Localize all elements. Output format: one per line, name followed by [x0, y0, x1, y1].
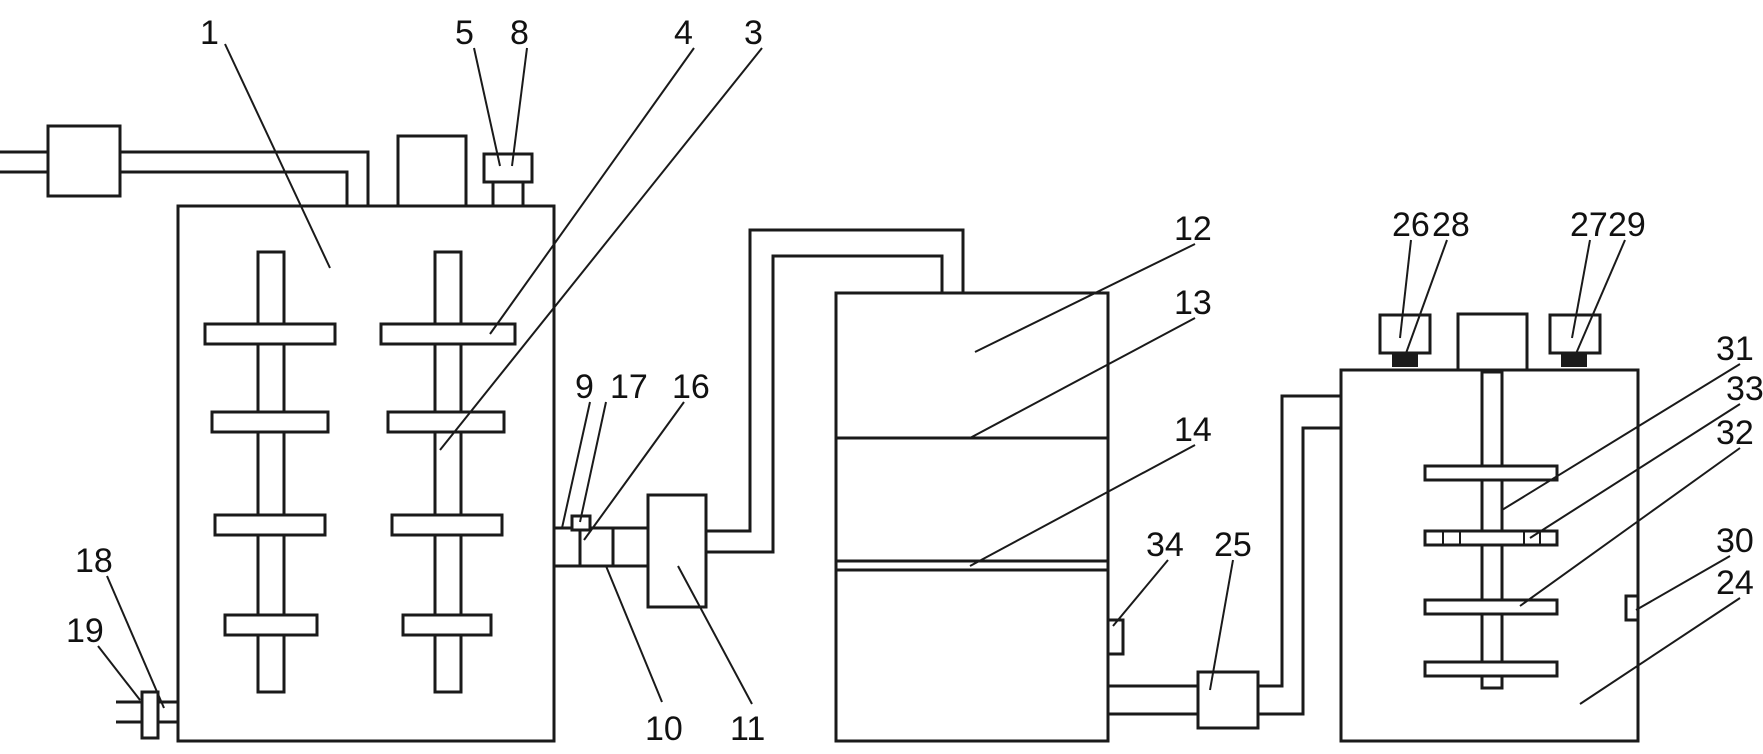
- label-5: 5: [455, 14, 474, 52]
- label-18: 18: [75, 542, 113, 580]
- sensor-30: [1624, 594, 1640, 622]
- label-9: 9: [575, 368, 594, 406]
- unit-11: [646, 493, 708, 609]
- label-32: 32: [1716, 414, 1754, 452]
- paddle: [210, 410, 330, 434]
- pipe-9-10: [554, 514, 648, 568]
- pipe-11-to-12: [706, 228, 965, 554]
- label-26: 26: [1392, 206, 1430, 244]
- label-30: 30: [1716, 522, 1754, 560]
- label-33: 33: [1726, 370, 1763, 408]
- paddle: [223, 613, 319, 637]
- device-27-29: [1548, 313, 1602, 367]
- leader-lines: [97, 43, 1741, 709]
- label-8: 8: [510, 14, 529, 52]
- tank-24: [1339, 368, 1640, 743]
- label-24: 24: [1716, 564, 1754, 602]
- label-17: 17: [610, 368, 648, 406]
- tank-1: [176, 204, 556, 743]
- drain-valve: [116, 690, 178, 740]
- sensor-34: [1106, 618, 1125, 656]
- paddle: [1423, 464, 1559, 482]
- label-31: 31: [1716, 330, 1754, 368]
- inlet-pipe-pump: [0, 124, 370, 206]
- paddle: [401, 613, 493, 637]
- motor-box: [396, 134, 468, 208]
- paddle: [1423, 660, 1559, 678]
- device-26-28: [1378, 313, 1432, 367]
- label-27: 27: [1570, 206, 1608, 244]
- label-4: 4: [674, 14, 693, 52]
- label-13: 13: [1174, 284, 1212, 322]
- label-12: 12: [1174, 210, 1212, 248]
- paddle: [386, 410, 506, 434]
- paddle-32: [1423, 598, 1559, 616]
- valve-5-8: [482, 152, 534, 208]
- pump-25: [1196, 670, 1260, 730]
- label-19: 19: [66, 612, 104, 650]
- paddle: [213, 513, 327, 537]
- paddle: [390, 513, 504, 537]
- label-28: 28: [1432, 206, 1470, 244]
- callout-labels: 1 5 8 4 3 9 17 16 10 11 12 13 14 34 25 2…: [66, 14, 1763, 748]
- pipe-12-to-24: [1108, 394, 1341, 730]
- motor-box-24: [1456, 312, 1529, 372]
- label-34: 34: [1146, 526, 1184, 564]
- label-3: 3: [744, 14, 763, 52]
- label-1: 1: [200, 14, 219, 52]
- label-25: 25: [1214, 526, 1252, 564]
- paddle: [203, 322, 337, 346]
- label-10: 10: [645, 710, 683, 748]
- label-11: 11: [730, 710, 765, 748]
- label-14: 14: [1174, 411, 1212, 449]
- tank-12: [834, 291, 1125, 743]
- label-29: 29: [1608, 206, 1646, 244]
- label-16: 16: [672, 368, 710, 406]
- paddle-4: [379, 322, 517, 346]
